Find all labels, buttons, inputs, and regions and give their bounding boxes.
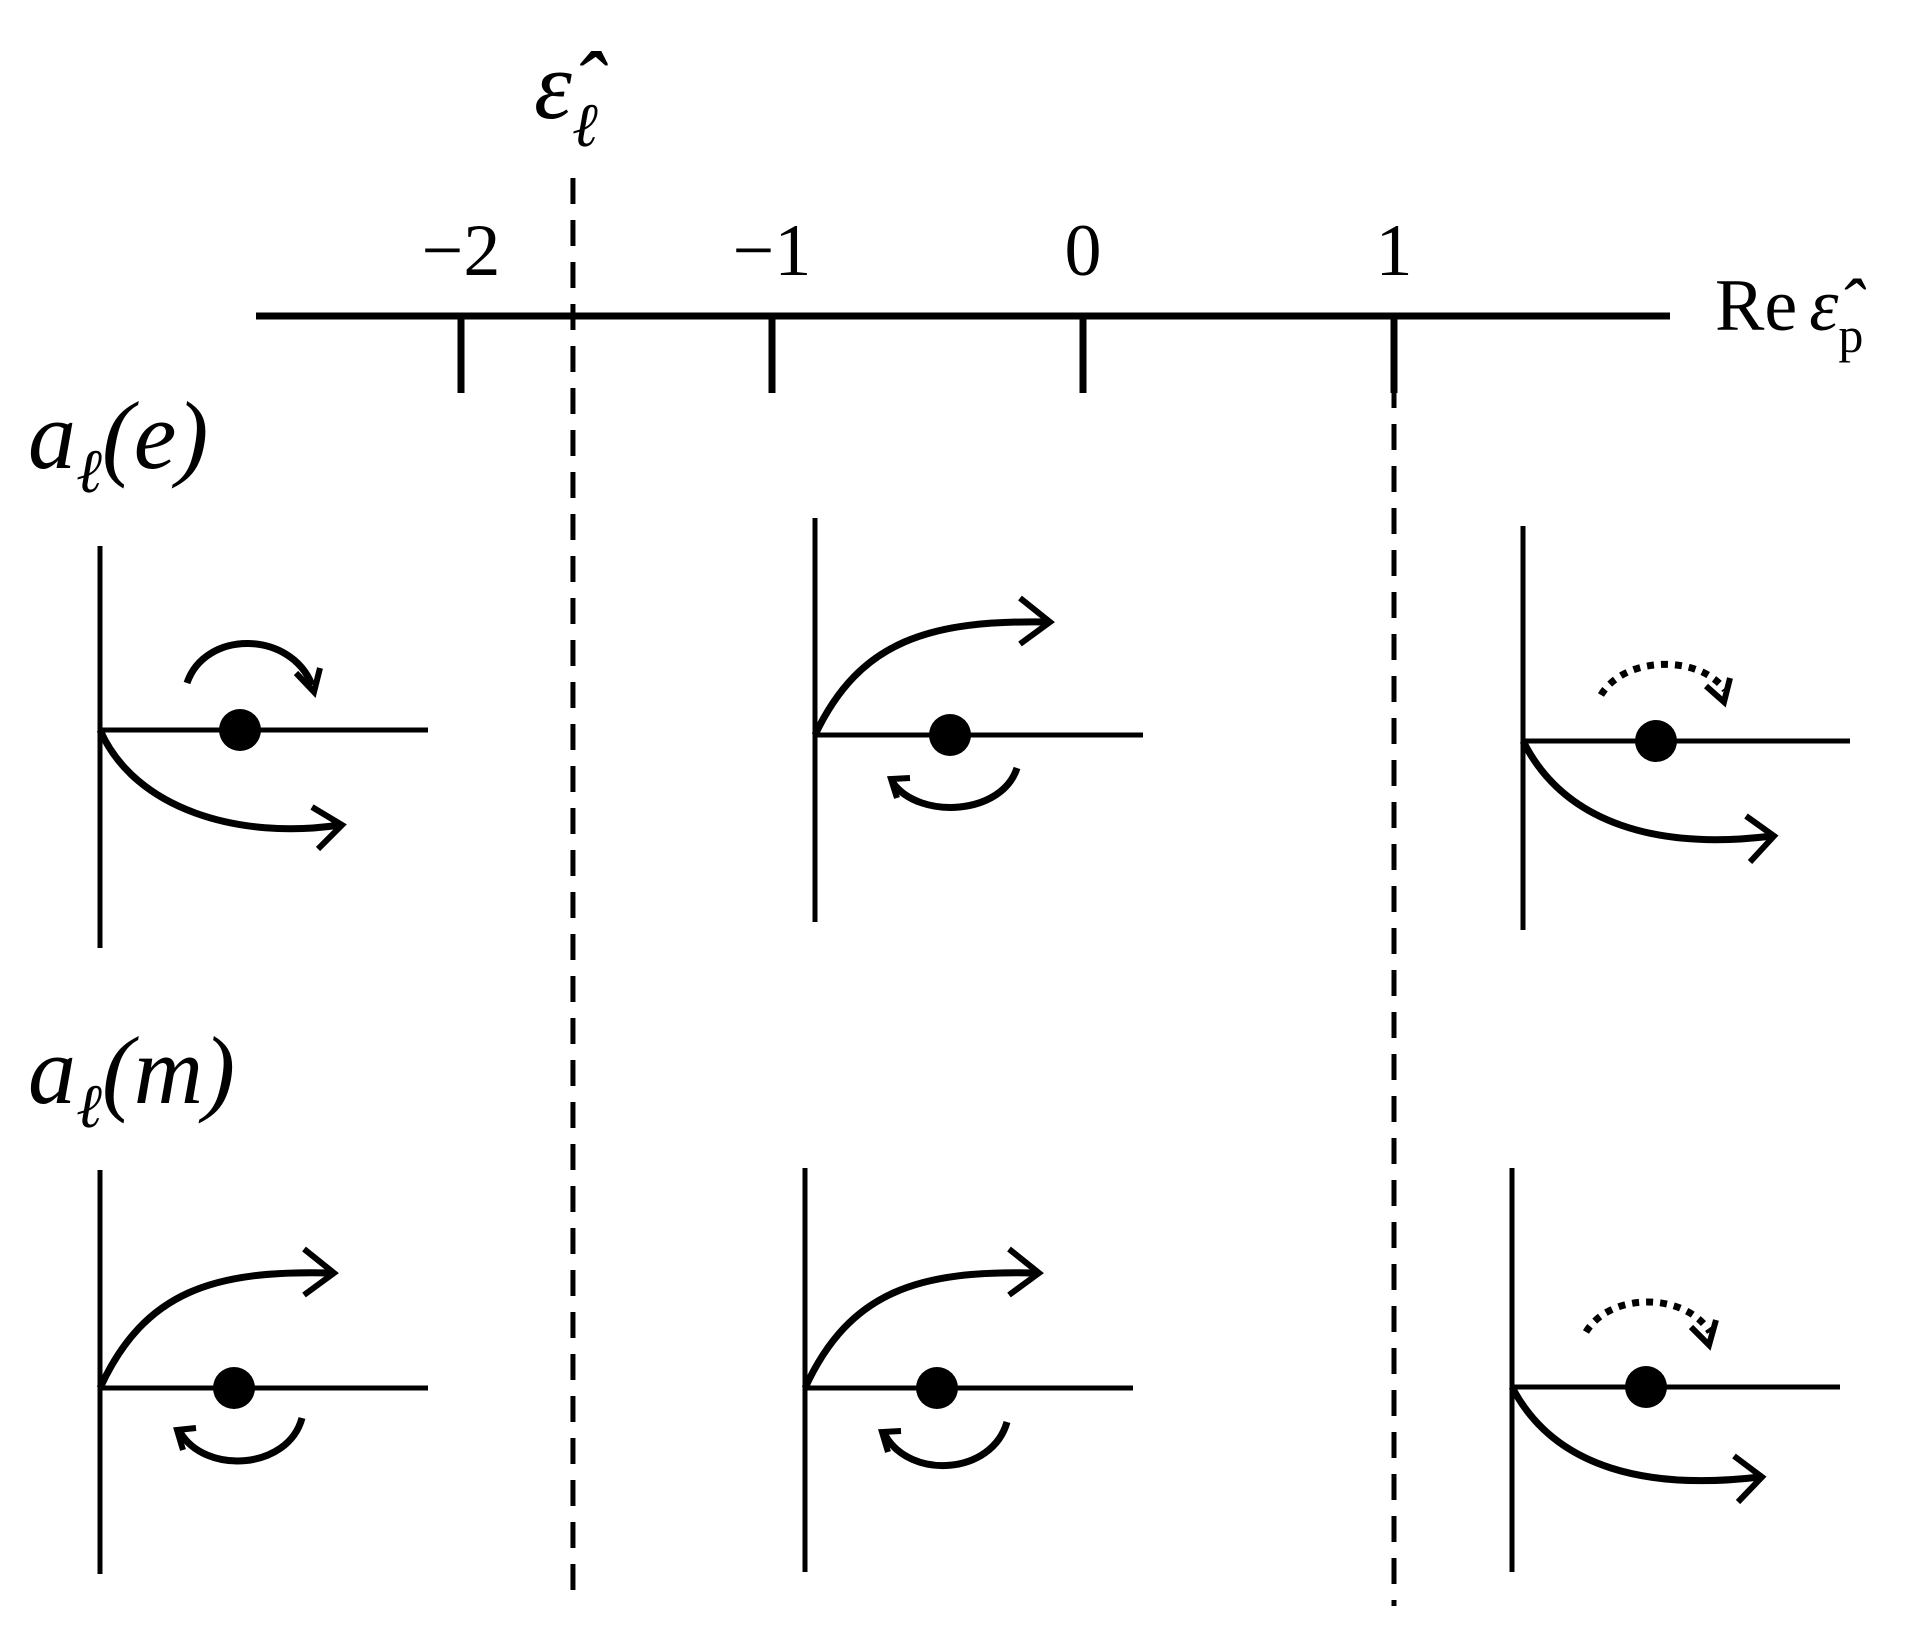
arrowhead [878, 1428, 902, 1453]
arrowhead [293, 667, 323, 699]
panel-m-middle [801, 1168, 1133, 1572]
arrowhead [1688, 1319, 1719, 1351]
panel-m-left [96, 1170, 428, 1574]
pole-dot [1625, 1366, 1667, 1408]
arrowhead [310, 804, 347, 852]
branch-arrow-up [801, 1269, 1038, 1390]
panel-e-right [1519, 526, 1850, 930]
threshold-marker: ε̂ℓ [534, 32, 608, 1606]
arrowhead [1744, 813, 1779, 865]
pole-dot [916, 1367, 958, 1409]
axis-tick-label: −2 [422, 210, 501, 292]
pole-arc-dotted [1598, 660, 1728, 697]
arrowhead [1018, 595, 1055, 647]
axis-tick-label: −1 [733, 210, 812, 292]
row-label-electric: aℓ(e) [28, 382, 208, 506]
panel-e-left [96, 546, 428, 948]
pole-arc-clockwise [183, 640, 316, 687]
branch-arrow-up [811, 618, 1049, 737]
arrowhead [302, 1246, 339, 1298]
arrowhead [886, 775, 911, 799]
arrowhead [173, 1425, 197, 1451]
axis-ticks: −2 −1 0 1 [422, 210, 1413, 393]
branch-arrow-down [1508, 1385, 1761, 1485]
axis-tick-label: 1 [1376, 210, 1413, 292]
panel-m-right [1508, 1168, 1840, 1572]
arrowhead [1704, 677, 1733, 708]
row-label-magnetic: aℓ(m) [28, 1017, 235, 1141]
pole-dot [1635, 720, 1677, 762]
branch-arrow-down [96, 728, 341, 833]
branch-arrow-up [96, 1269, 333, 1390]
pole-arc-dotted [1583, 1298, 1713, 1335]
pole-dot [929, 714, 971, 756]
pole-dot [213, 1367, 255, 1409]
pole-arc-counterclockwise [890, 766, 1021, 811]
axis-tick-label: 0 [1065, 210, 1102, 292]
arrowhead [1007, 1246, 1044, 1298]
threshold-label: ε̂ℓ [534, 32, 608, 160]
pole-arc-counterclockwise [176, 1416, 306, 1465]
arrowhead [1732, 1453, 1767, 1505]
pole-arc-counterclockwise [881, 1420, 1011, 1469]
branch-arrow-down [1519, 739, 1773, 844]
pole-dot [219, 709, 261, 751]
panel-e-middle [811, 518, 1143, 922]
